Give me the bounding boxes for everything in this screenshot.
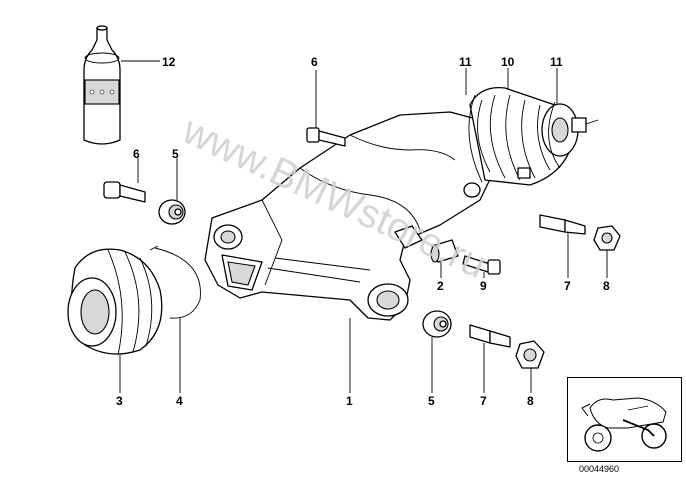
bolt-9-part (462, 255, 501, 275)
callout-7-lower: 7 (480, 394, 487, 408)
swing-arm-part (204, 111, 493, 321)
callout-4: 4 (176, 394, 183, 408)
callout-8-lower: 8 (527, 394, 534, 408)
callout-11-left: 11 (459, 55, 472, 69)
leader-lines (119, 60, 608, 393)
callout-8-upper: 8 (603, 279, 610, 293)
bearing-left-part (158, 199, 186, 225)
bolt-upper-part (306, 127, 346, 147)
callout-labels: 12 6 5 11 10 11 6 2 9 7 8 3 4 1 5 7 8 (116, 55, 610, 408)
oil-bottle-part (83, 25, 121, 145)
callout-9: 9 (480, 279, 487, 293)
callout-3: 3 (116, 394, 123, 408)
motorcycle-icon (581, 397, 667, 452)
callout-12: 12 (162, 55, 176, 69)
callout-5-lower: 5 (428, 394, 435, 408)
circlip-part (149, 245, 201, 319)
callout-5-top: 5 (172, 147, 179, 161)
nut-upper-part (593, 225, 621, 251)
dust-boot-part (67, 248, 163, 356)
callout-2: 2 (437, 279, 444, 293)
callout-10: 10 (501, 55, 515, 69)
callout-6-top: 6 (133, 147, 140, 161)
pin-lower-part (469, 324, 511, 348)
callout-11-right: 11 (550, 55, 563, 69)
spacer-part (430, 239, 459, 263)
callout-1: 1 (346, 394, 353, 408)
callout-7-upper: 7 (564, 279, 571, 293)
nut-lower-part (515, 340, 545, 369)
bearing-lower-part (422, 310, 452, 338)
motorcycle-inset (567, 377, 682, 462)
diagram-number: 00044960 (579, 464, 620, 474)
callout-6-upper: 6 (311, 55, 318, 69)
bellows-boot-part (468, 86, 599, 186)
bolt-left-part (103, 181, 146, 203)
pin-upper-part (539, 214, 586, 235)
